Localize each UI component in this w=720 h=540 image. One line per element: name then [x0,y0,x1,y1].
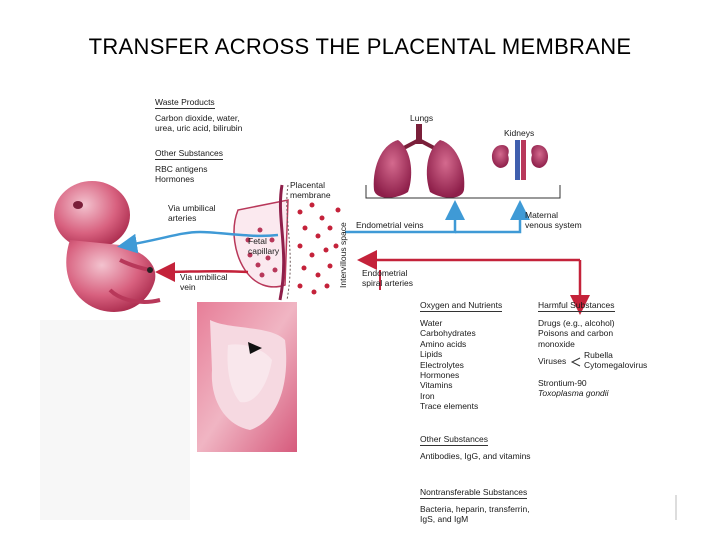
list-item: Amino acids [420,338,467,349]
list-item: Trace elements [420,401,479,412]
oxygen-nutrients-header: Oxygen and Nutrients [420,300,503,310]
list-item: Carbon dioxide, water, [155,113,240,123]
other-substances-top-header: Other Substances [155,148,224,158]
harmful-substances-header: Harmful Substances [538,300,615,310]
fetal-capillary-label: Fetal capillary [248,236,280,257]
endometrial-spiral-arteries-label: Endometrial spiral arteries [362,268,414,289]
list-item: Iron [420,390,435,401]
endometrial-veins-label: Endometrial veins [356,220,424,230]
list-item: monoxide [538,338,575,349]
kidneys-illustration [491,140,549,180]
other-substances-bottom-list: Antibodies, IgG, and vitamins [420,451,531,461]
list-item: Cytomegalovirus [584,360,648,371]
placental-tissue [233,184,341,301]
placental-membrane-label: Placental membrane [290,180,331,201]
other-substances-top-list: RBC antigens Hormones [155,164,207,185]
other-substances-bottom-header: Other Substances [420,434,489,444]
nontransferable-header: Nontransferable Substances [420,487,528,497]
kidneys-label: Kidneys [504,128,535,138]
intervillous-space-label: Intervillous space [338,222,348,288]
lungs-label: Lungs [410,113,434,123]
list-item: Hormones [155,174,195,185]
virus-list: Rubella Cytomegalovirus [584,350,647,371]
list-item: Antibodies, IgG, and vitamins [420,451,531,461]
via-umbilical-arteries-label: Via umbilical arteries [168,203,216,224]
viruses-label: Viruses [538,356,567,366]
page-title: TRANSFER ACROSS THE PLACENTAL MEMBRANE [88,34,632,59]
maternal-venous-system-label: Maternal venous system [525,210,582,231]
list-item: Carbohydrates [420,328,476,339]
list-item: Drugs (e.g., alcohol) [538,318,615,328]
list-item: Toxoplasma gondii [538,388,609,399]
harmful-substances-list: Drugs (e.g., alcohol) Poisons and carbon… [538,318,615,349]
list-item: RBC antigens [155,164,208,174]
via-umbilical-vein-label: Via umbilical vein [180,272,228,293]
list-item: Hormones [420,370,460,381]
waste-products-header: Waste Products [155,97,215,107]
lungs-illustration [373,124,465,198]
oxygen-nutrients-list: Water Carbohydrates Amino acids Lipids E… [420,318,478,412]
micrograph-image [197,302,297,452]
list-item: Poisons and carbon [538,328,614,339]
list-item: Electrolytes [420,359,464,370]
list-item: Vitamins [420,380,453,391]
list-item: Water [420,318,443,328]
list-item: Lipids [420,349,443,360]
list-item: Rubella [584,350,613,360]
list-item: urea, uric acid, bilirubin [155,123,243,134]
list-item: Bacteria, heparin, transferrin, [420,504,530,514]
list-item: IgS, and IgM [420,514,469,525]
nontransferable-list: Bacteria, heparin, transferrin, IgS, and… [420,504,530,525]
waste-products-list: Carbon dioxide, water, urea, uric acid, … [155,113,242,134]
harmful-substances-list-bottom: Strontium-90 Toxoplasma gondii [538,378,609,399]
fetus-illustration [54,181,161,312]
list-item: Strontium-90 [538,378,587,388]
